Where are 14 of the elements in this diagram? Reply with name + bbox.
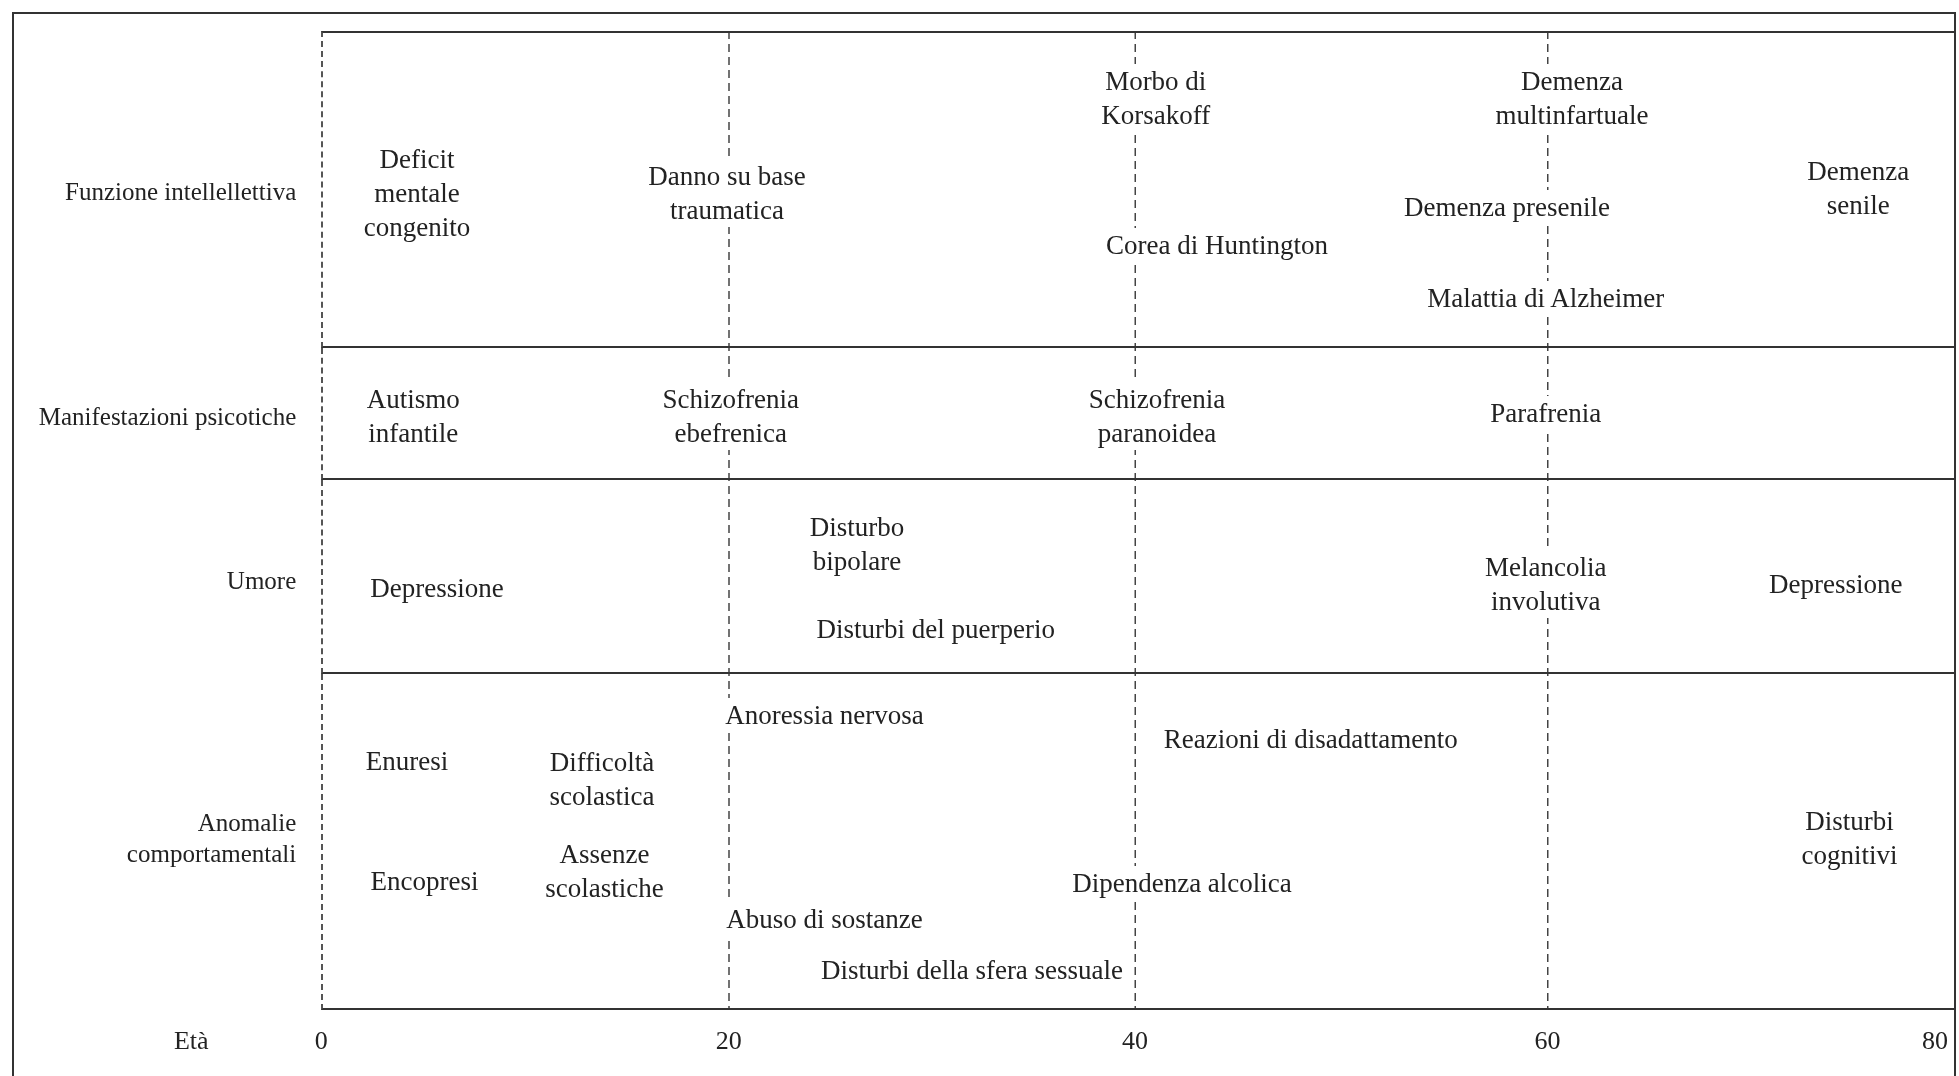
row-label: Anomalie comportamentali bbox=[125, 807, 297, 869]
row-band bbox=[321, 31, 1957, 348]
row-band bbox=[321, 347, 1957, 480]
tick-label: 40 bbox=[1122, 1026, 1148, 1057]
tick-label: 0 bbox=[314, 1026, 328, 1057]
row-label: Umore bbox=[225, 565, 297, 596]
row-band bbox=[321, 480, 1957, 674]
tick-label: 60 bbox=[1534, 1026, 1561, 1057]
axis-title: Età bbox=[173, 1026, 209, 1057]
row-label: Funzione intellellettiva bbox=[64, 176, 297, 207]
tick-label: 80 bbox=[1922, 1026, 1948, 1057]
row-label: Manifestazioni psicotiche bbox=[37, 401, 297, 432]
row-band bbox=[321, 673, 1957, 1010]
tick-label: 20 bbox=[715, 1026, 742, 1057]
